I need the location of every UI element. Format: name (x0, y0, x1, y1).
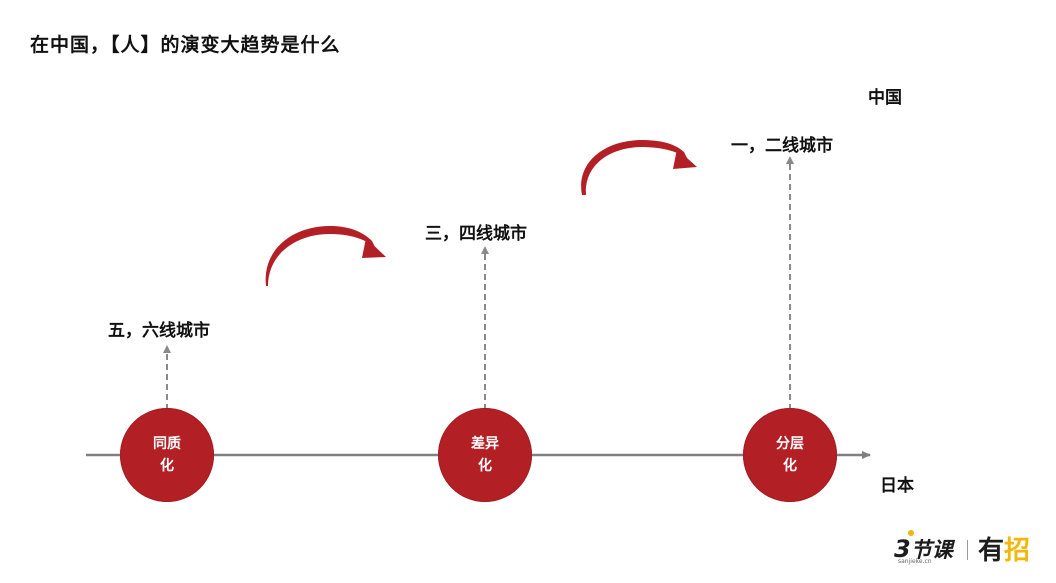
tier-label-1-2: 一，二线城市 (731, 136, 833, 156)
node-line-2: 化 (160, 458, 174, 474)
curved-arrow-1 (265, 226, 386, 286)
node-line-2: 化 (783, 458, 797, 474)
logo-dot-icon (908, 530, 914, 536)
node-line-1: 差异 (471, 436, 499, 452)
logo-char-2: 招 (1004, 536, 1031, 566)
logo-subtext: sanjieke.cn (898, 558, 932, 565)
stage-node-stratification: 分层 化 (743, 408, 837, 502)
stage-node-homogenization: 同质 化 (120, 408, 214, 502)
tier-label-5-6: 五，六线城市 (108, 321, 210, 341)
china-label: 中国 (868, 88, 902, 108)
node-line-1: 分层 (776, 436, 804, 452)
node-line-2: 化 (478, 458, 492, 474)
japan-label: 日本 (880, 476, 914, 496)
sanjieke-logo: 3节课 sanjieke.cn (894, 530, 953, 565)
node-line-1: 同质 (153, 436, 181, 452)
tier-label-3-4: 三，四线城市 (425, 224, 527, 244)
logo-char-1: 有 (978, 536, 1005, 566)
logo-number: 3 (894, 535, 911, 563)
page-title: 在中国，【人】的演变大趋势是什么 (30, 34, 341, 56)
stage-node-differentiation: 差异 化 (438, 408, 532, 502)
logo-text: 节课 (910, 538, 953, 562)
logo-divider (967, 540, 968, 560)
youzhao-logo: 有招 (978, 530, 1030, 567)
curved-arrow-2 (581, 140, 697, 195)
